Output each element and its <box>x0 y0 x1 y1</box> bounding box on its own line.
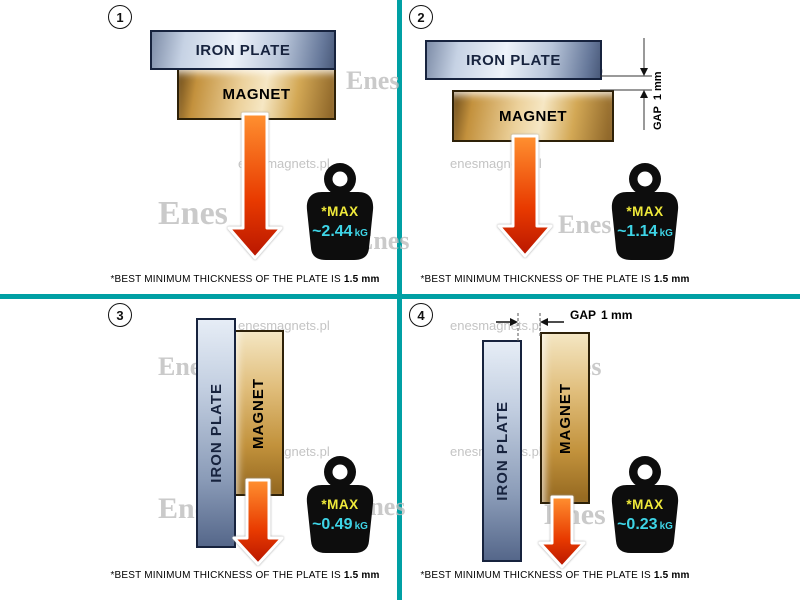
caption-text: *BEST MINIMUM THICKNESS OF THE PLATE IS <box>420 274 651 285</box>
iron-plate-1: IRON PLATE <box>150 30 336 70</box>
gap-value: 1 mm <box>601 308 633 322</box>
caption-text: *BEST MINIMUM THICKNESS OF THE PLATE IS <box>420 570 651 581</box>
weight-unit: kG <box>659 228 673 239</box>
pull-force-arrow-down-icon <box>497 134 553 258</box>
panel-number-3: 3 <box>108 303 132 327</box>
weight-unit: kG <box>659 521 673 532</box>
magnet-label: MAGNET <box>556 382 574 454</box>
pull-force-arrow-down-icon <box>538 495 586 569</box>
iron-plate-2: IRON PLATE <box>425 40 602 80</box>
gap-value: 1 mm <box>652 71 664 101</box>
max-weight-value: ~1.14 <box>617 223 658 240</box>
enes-logo: Enes <box>558 210 612 239</box>
max-weight-value: ~0.49 <box>312 516 353 533</box>
max-label: *MAX <box>626 204 664 219</box>
iron-plate-label: IRON PLATE <box>195 41 291 59</box>
caption-text: *BEST MINIMUM THICKNESS OF THE PLATE IS <box>110 274 341 285</box>
panel-number-4: 4 <box>409 303 433 327</box>
magnet-4: MAGNET <box>540 332 590 504</box>
max-label: *MAX <box>626 497 664 512</box>
gap-label-horizontal: GAP 1 mm <box>570 308 637 322</box>
panel-number-2: 2 <box>409 5 433 29</box>
caption-text: *BEST MINIMUM THICKNESS OF THE PLATE IS <box>110 570 341 581</box>
caption-bold: 1.5 mm <box>343 570 380 581</box>
vertical-divider <box>397 0 402 600</box>
gap-dimension-lines <box>496 313 564 343</box>
iron-plate-label: IRON PLATE <box>466 51 561 69</box>
iron-plate-label: IRON PLATE <box>493 401 511 501</box>
gap-label: GAP <box>570 308 597 322</box>
max-label: *MAX <box>321 497 359 512</box>
enes-logo: Enes <box>346 66 400 95</box>
enes-logo: Enes <box>158 195 228 232</box>
magnet-label: MAGNET <box>222 85 291 103</box>
watermark-site: enesmagnets.pl <box>238 318 330 333</box>
gap-dimension-lines <box>600 38 652 130</box>
iron-plate-4: IRON PLATE <box>482 340 522 562</box>
magnet-label: MAGNET <box>499 107 567 125</box>
watermark-site: enesmagnets.pl <box>450 318 542 333</box>
magnet-2: MAGNET <box>452 90 614 142</box>
pull-force-arrow-down-icon <box>227 112 283 260</box>
max-weight-value: ~2.44 <box>312 223 353 240</box>
magnet-label: MAGNET <box>250 377 267 449</box>
pull-force-arrow-down-icon <box>232 478 284 566</box>
caption-bold: 1.5 mm <box>653 570 690 581</box>
gap-label: GAP <box>652 106 664 130</box>
caption-bold: 1.5 mm <box>343 274 380 285</box>
weight-unit: kG <box>354 228 368 239</box>
panel-number-1: 1 <box>108 5 132 29</box>
gap-label-vertical: GAP 1 mm <box>652 50 664 130</box>
caption-bold: 1.5 mm <box>653 274 690 285</box>
max-label: *MAX <box>321 204 359 219</box>
iron-plate-label: IRON PLATE <box>207 383 225 483</box>
weight-unit: kG <box>354 521 368 532</box>
max-weight-value: ~0.23 <box>617 516 658 533</box>
magnet-3: MAGNET <box>233 330 284 496</box>
iron-plate-3: IRON PLATE <box>196 318 236 548</box>
